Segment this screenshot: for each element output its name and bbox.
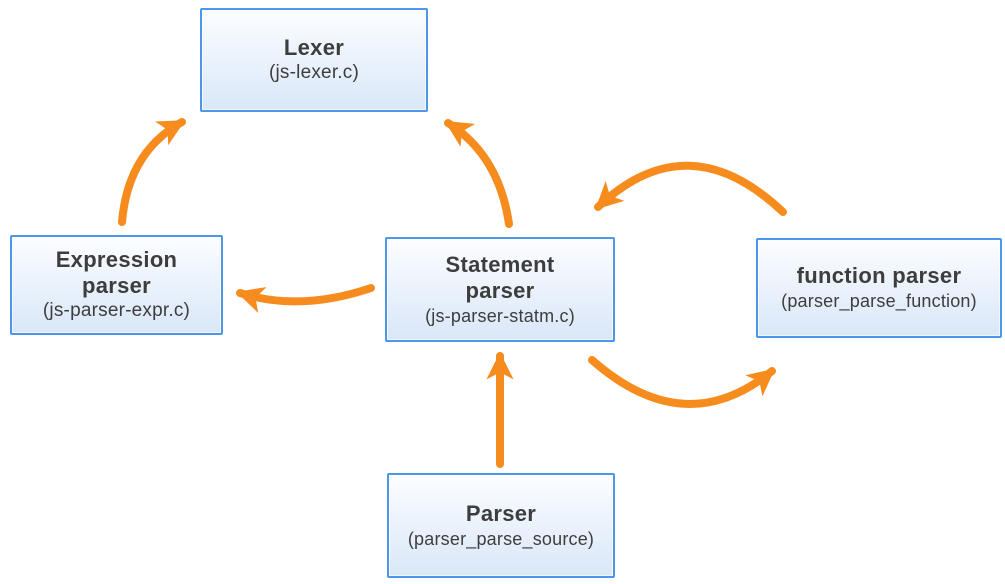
node-lexer: Lexer (js-lexer.c) [200, 8, 428, 112]
node-parser-title: Parser [465, 500, 537, 526]
node-function-parser-title: function parser [796, 263, 962, 288]
node-function-parser: function parser (parser_parse_function) [756, 238, 1002, 338]
node-parser: Parser (parser_parse_source) [387, 473, 615, 578]
node-parser-subtitle: (parser_parse_source) [407, 528, 595, 549]
node-lexer-subtitle: (js-lexer.c) [268, 62, 359, 83]
node-statement-parser-subtitle: (js-parser-statm.c) [425, 305, 575, 326]
arrow-statement-parser-to-lexer [444, 119, 513, 228]
arrow-statement-parser-to-expression-parser [236, 284, 375, 314]
node-expression-parser-title: Expression parser [55, 247, 178, 298]
arrow-function-parser-to-statement-parser [594, 161, 787, 216]
arrow-statement-parser-to-function-parser [588, 356, 776, 408]
node-expression-parser-subtitle: (js-parser-expr.c) [42, 300, 191, 321]
node-lexer-title: Lexer [283, 35, 345, 60]
arrow-expression-parser-to-lexer [118, 118, 186, 226]
node-statement-parser-title: Statement parser [445, 251, 555, 303]
node-function-parser-subtitle: (parser_parse_function) [781, 291, 977, 311]
node-statement-parser: Statement parser (js-parser-statm.c) [385, 237, 615, 342]
node-expression-parser: Expression parser (js-parser-expr.c) [10, 235, 223, 335]
